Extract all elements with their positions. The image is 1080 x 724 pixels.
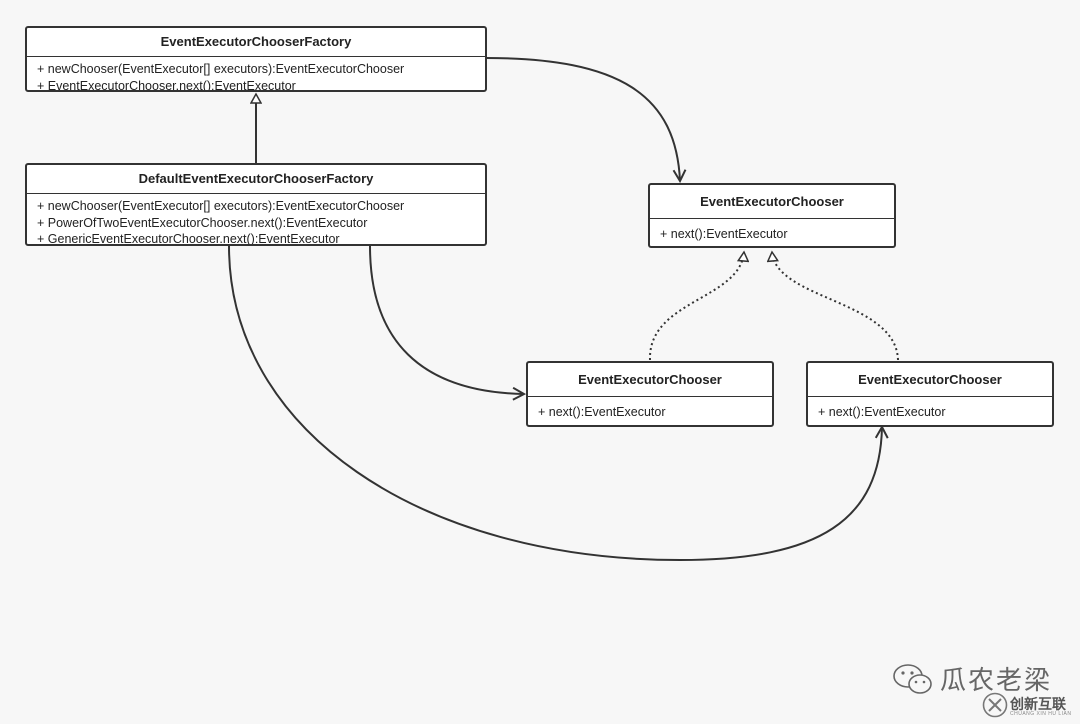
- class-box-default-chooser-factory[interactable]: DefaultEventExecutorChooserFactory + new…: [25, 163, 487, 246]
- class-box-chooser-factory[interactable]: EventExecutorChooserFactory + newChooser…: [25, 26, 487, 92]
- class-methods: + next():EventExecutor: [650, 219, 894, 243]
- class-title: EventExecutorChooser: [650, 185, 894, 219]
- association-arrow-default-to-right: [228, 245, 882, 562]
- method-item: + next():EventExecutor: [660, 227, 788, 241]
- method-item: + next():EventExecutor: [818, 405, 946, 419]
- class-title: EventExecutorChooser: [808, 363, 1052, 397]
- class-box-chooser-interface[interactable]: EventExecutorChooser + next():EventExecu…: [648, 183, 896, 248]
- method-item: + EventExecutorChooser.next():EventExecu…: [37, 78, 296, 92]
- method-item: + next():EventExecutor: [538, 405, 666, 419]
- class-title: EventExecutorChooserFactory: [27, 28, 485, 57]
- class-methods: + next():EventExecutor: [808, 397, 1052, 421]
- class-box-chooser-left[interactable]: EventExecutorChooser + next():EventExecu…: [526, 361, 774, 427]
- brand-logo-subtext: CHUANG XIN HU LIAN: [1010, 711, 1072, 717]
- class-methods: + next():EventExecutor: [528, 397, 772, 421]
- wechat-icon: [893, 664, 932, 694]
- method-item: + PowerOfTwoEventExecutorChooser.next():…: [37, 215, 368, 230]
- watermark: 瓜农老梁 创新互联 CHUANG XIN HU LIAN: [892, 660, 1072, 720]
- method-item: + newChooser(EventExecutor[] executors):…: [37, 199, 405, 213]
- class-title: DefaultEventExecutorChooserFactory: [27, 165, 485, 194]
- class-methods: + newChooser(EventExecutor[] executors):…: [27, 57, 485, 92]
- class-box-chooser-right[interactable]: EventExecutorChooser + next():EventExecu…: [806, 361, 1054, 427]
- association-arrow-default-to-left: [369, 245, 524, 394]
- method-item: + newChooser(EventExecutor[] executors):…: [37, 62, 405, 76]
- class-methods: + newChooser(EventExecutor[] executors):…: [27, 194, 485, 246]
- brand-logo-text: 创新互联: [1010, 696, 1066, 712]
- method-item: + GenericEventExecutorChooser.next():Eve…: [37, 232, 340, 246]
- realization-line-left: [648, 252, 744, 361]
- brand-logo-icon: [982, 692, 1008, 718]
- realization-line-right: [772, 252, 899, 361]
- watermark-text: 瓜农老梁: [940, 666, 1053, 696]
- association-arrow-factory-to-chooser: [485, 57, 680, 181]
- class-title: EventExecutorChooser: [528, 363, 772, 397]
